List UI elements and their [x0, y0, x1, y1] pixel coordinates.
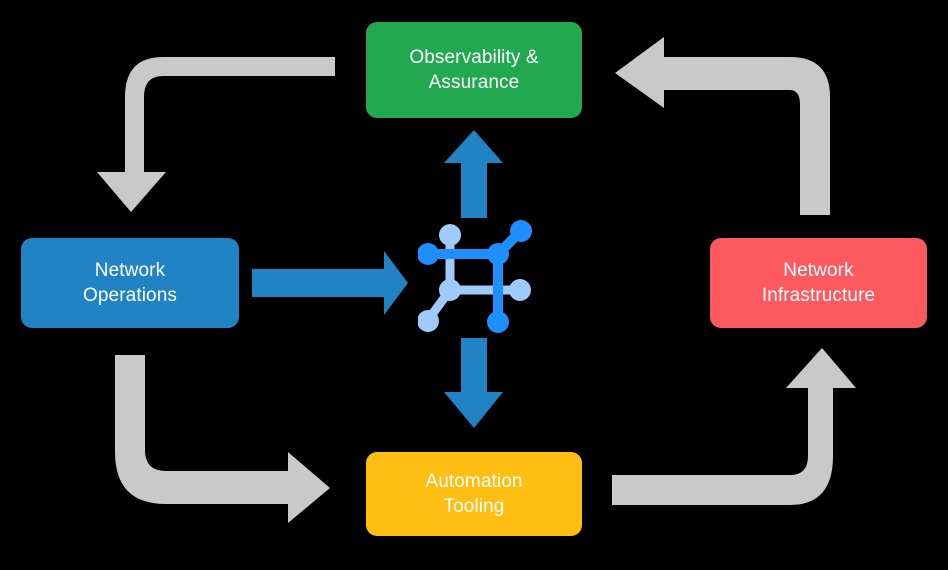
- arrow-operations-to-automation: [115, 355, 330, 523]
- arrow-hub-to-automation: [444, 338, 503, 428]
- node-network-infrastructure[interactable]: Network Infrastructure: [710, 238, 927, 328]
- network-topology-icon: [418, 220, 532, 333]
- node-network-operations[interactable]: Network Operations: [21, 238, 239, 328]
- node-observability-assurance[interactable]: Observability & Assurance: [366, 22, 582, 118]
- node-observability-label: Observability & Assurance: [409, 46, 539, 93]
- arrow-observability-to-operations: [97, 57, 335, 212]
- node-operations-label: Network Operations: [83, 259, 177, 306]
- node-automation-label: Automation Tooling: [425, 470, 523, 517]
- arrow-operations-to-hub: [252, 251, 408, 315]
- node-infrastructure-label: Network Infrastructure: [761, 259, 876, 306]
- node-automation-tooling[interactable]: Automation Tooling: [366, 452, 582, 536]
- arrow-automation-to-infrastructure: [612, 348, 856, 505]
- arrow-hub-to-observability: [444, 130, 503, 218]
- arrow-infrastructure-to-observability: [615, 37, 830, 215]
